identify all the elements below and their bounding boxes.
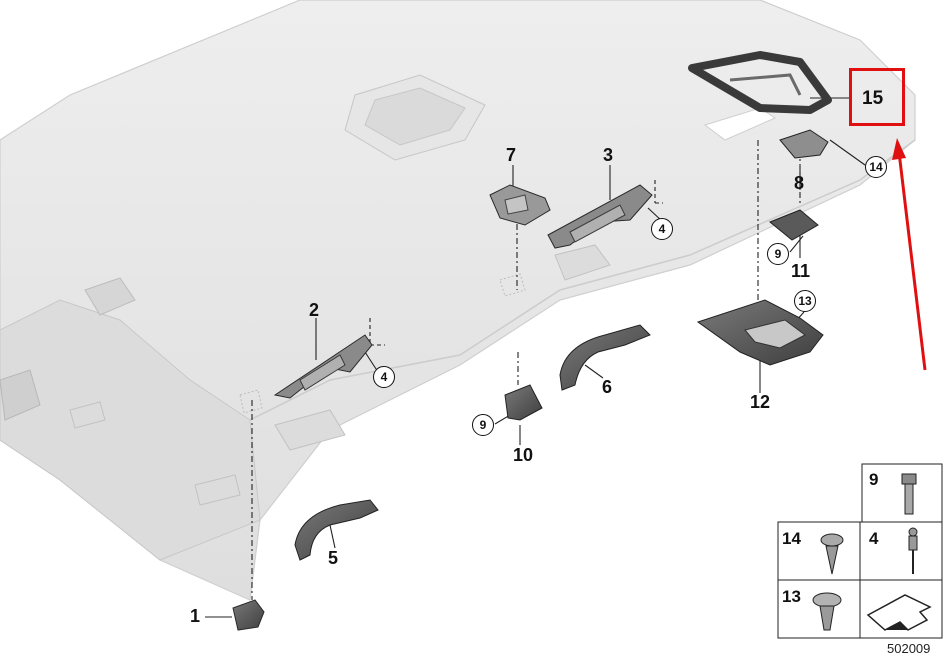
part-3-shape bbox=[547, 184, 653, 249]
screw-icon bbox=[901, 473, 917, 515]
callout-13: 13 bbox=[794, 290, 816, 312]
part-6-shape bbox=[559, 324, 651, 391]
legend-number-14: 14 bbox=[782, 529, 801, 548]
label-part-10: 10 bbox=[513, 445, 534, 465]
label-part-15: 15 bbox=[862, 88, 884, 109]
legend-number-9: 9 bbox=[869, 470, 879, 489]
part-11-shape bbox=[769, 209, 819, 241]
part-12-shape bbox=[696, 299, 824, 366]
label-part-12: 12 bbox=[750, 392, 771, 412]
arrow-symbol-icon bbox=[866, 594, 932, 631]
legend-number-4: 4 bbox=[869, 529, 879, 548]
callout-9-upper: 9 bbox=[767, 243, 789, 265]
label-part-5: 5 bbox=[328, 548, 339, 568]
expanding-clip-icon bbox=[812, 592, 842, 631]
headliner-panel bbox=[0, 0, 916, 601]
part-2-shape bbox=[273, 334, 373, 399]
part-5-shape bbox=[294, 499, 379, 561]
label-part-11: 11 bbox=[791, 261, 811, 281]
leader-lines bbox=[205, 97, 866, 618]
part-7-shape bbox=[489, 184, 551, 226]
callout-4-right: 4 bbox=[651, 218, 673, 240]
label-part-3: 3 bbox=[603, 145, 614, 165]
part-1-shape bbox=[232, 599, 265, 631]
legend-number-13: 13 bbox=[782, 587, 801, 606]
diagram-code: 502009 bbox=[887, 641, 931, 656]
label-part-8: 8 bbox=[794, 173, 805, 193]
part-8-shape bbox=[779, 129, 829, 159]
highlight-arrow bbox=[892, 138, 927, 371]
highlight-box bbox=[849, 68, 905, 126]
label-part-6: 6 bbox=[602, 377, 613, 397]
callout-9-lower: 9 bbox=[472, 414, 494, 436]
callout-4-left: 4 bbox=[373, 366, 395, 388]
rivet-icon bbox=[908, 527, 918, 574]
label-part-2: 2 bbox=[309, 300, 320, 320]
callout-14: 14 bbox=[865, 156, 887, 178]
part-15-shape bbox=[688, 51, 832, 114]
label-part-7: 7 bbox=[506, 145, 517, 165]
fastener-legend-table bbox=[777, 463, 943, 639]
part-10-shape bbox=[504, 384, 543, 421]
label-part-1: 1 bbox=[190, 606, 201, 626]
self-tapping-screw-icon bbox=[820, 533, 844, 575]
